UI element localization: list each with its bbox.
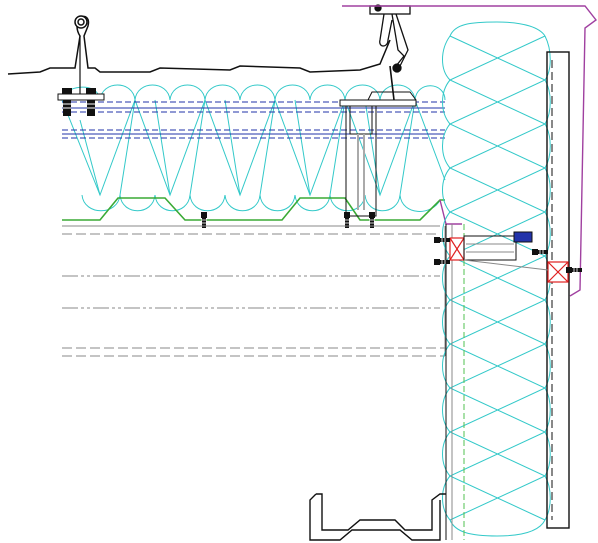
wall-bracket-upper: [449, 231, 549, 261]
facade-cladding-panel: [546, 51, 570, 529]
fixing-rails: [62, 101, 445, 139]
inner-wall-liner: [445, 224, 465, 540]
roof-insulation: [61, 84, 446, 212]
wall-screws: [433, 236, 451, 266]
rail-bolts: [57, 88, 105, 116]
ridge-clip: [369, 4, 411, 101]
trapezoidal-steel-deck: [62, 197, 445, 221]
wall-insulation: [442, 21, 551, 537]
standing-seam-roof-sheet: [7, 15, 391, 75]
vertical-hanger-bracket: [339, 91, 417, 217]
purlin-section: [309, 493, 446, 541]
ceiling-hidden-lines: [62, 225, 446, 357]
wall-bracket-lower: [463, 259, 583, 283]
